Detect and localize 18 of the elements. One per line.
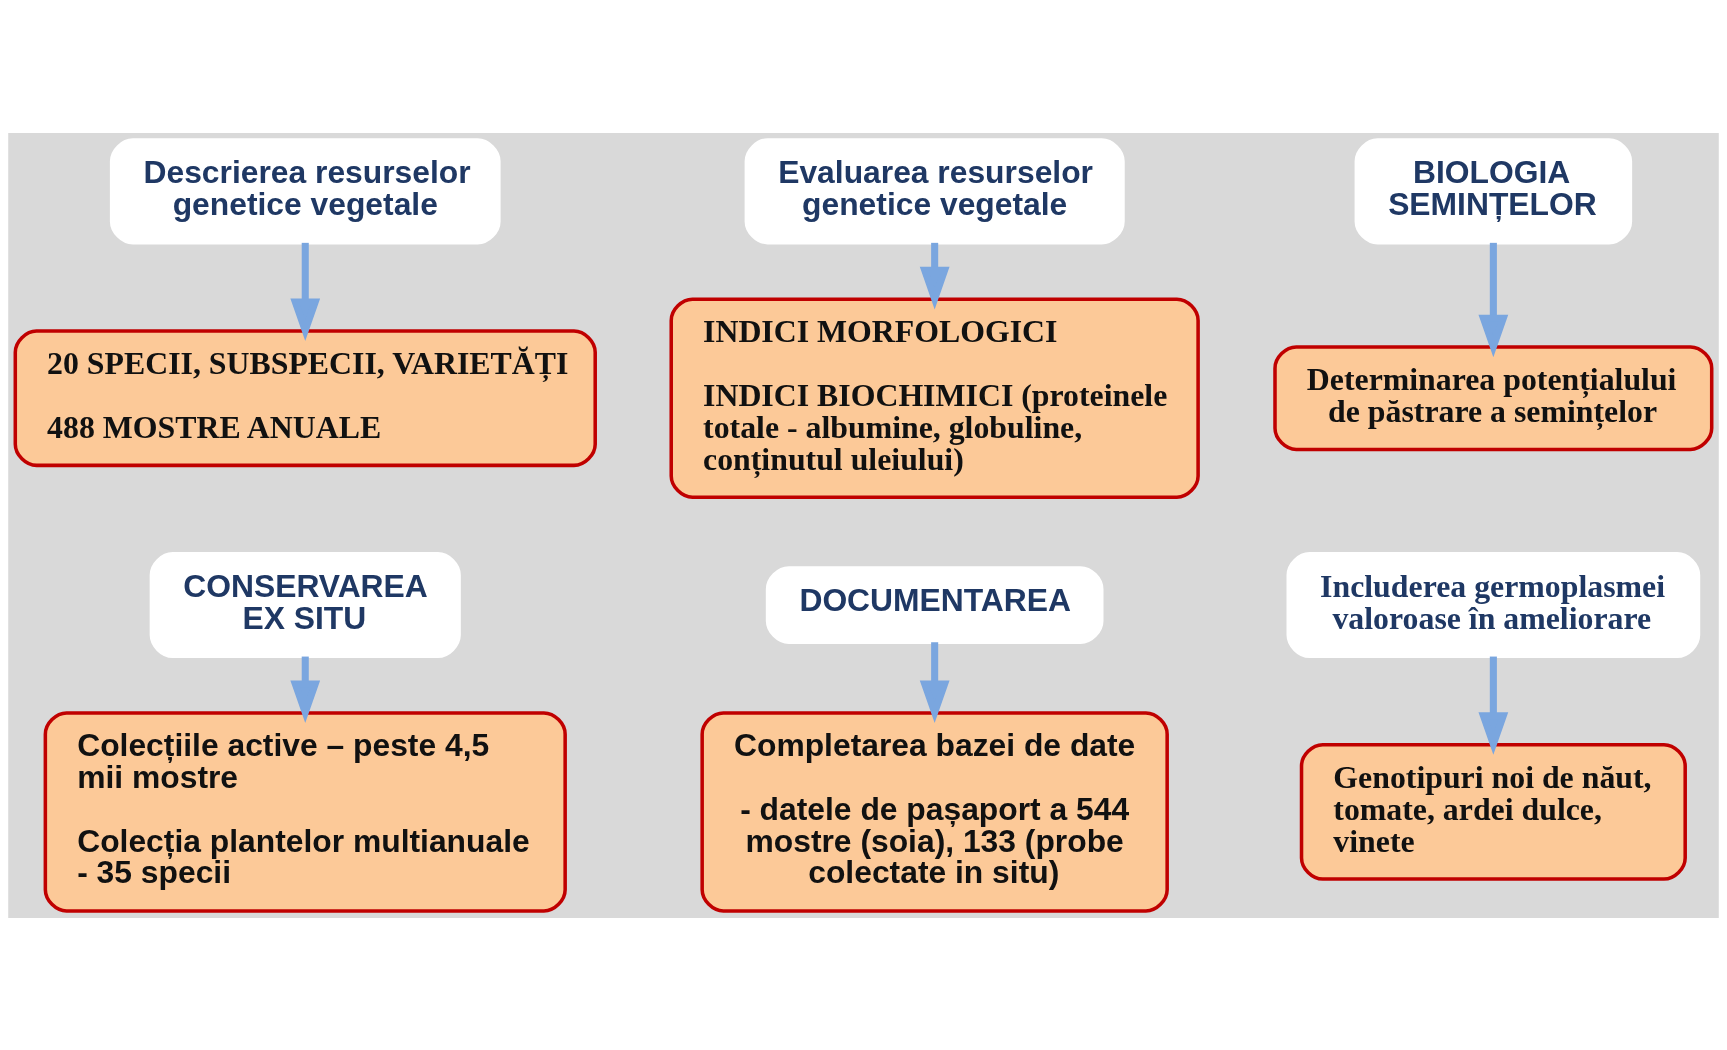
arrow <box>290 242 321 341</box>
node-box: INDICI MORFOLOGICI INDICI BIOCHIMICI (proteinele totale - albumine, globuline, conținutul uleiului) <box>669 296 1200 499</box>
node-box: Genotipuri noi de năut, tomate, ardei dulce, vinete <box>1299 742 1687 881</box>
arrow <box>1478 242 1509 357</box>
arrow <box>919 242 950 309</box>
node-box: DOCUMENTAREA <box>765 565 1104 644</box>
node-box: Includerea germoplasmei valoroase în ameliorare <box>1286 551 1701 658</box>
arrow <box>1478 656 1509 755</box>
arrow <box>290 656 321 723</box>
node-box: 20 SPECII, SUBSPECII, VARIETĂȚI 488 MOSTRE ANUALE <box>13 328 597 467</box>
node-box: Determinarea potențialului de păstrare a semințelor <box>1273 344 1714 451</box>
node-box: Colecțiile active – peste 4,5 mii mostre Colecția plantelor multianuale - 35 specii <box>43 710 567 913</box>
arrow <box>919 641 950 723</box>
node-box: Descrierea resurselor genetice vegetale <box>109 137 501 244</box>
node-box: BIOLOGIA SEMINȚELOR <box>1354 137 1633 244</box>
node-box: CONSERVAREA EX SITU <box>149 551 461 658</box>
node-box: Completarea bazei de date - datele de pașaport a 544 mostre (soia), 133 (probe colectate in situ) <box>700 710 1169 913</box>
node-box: Evaluarea resurselor genetice vegetale <box>744 137 1125 244</box>
